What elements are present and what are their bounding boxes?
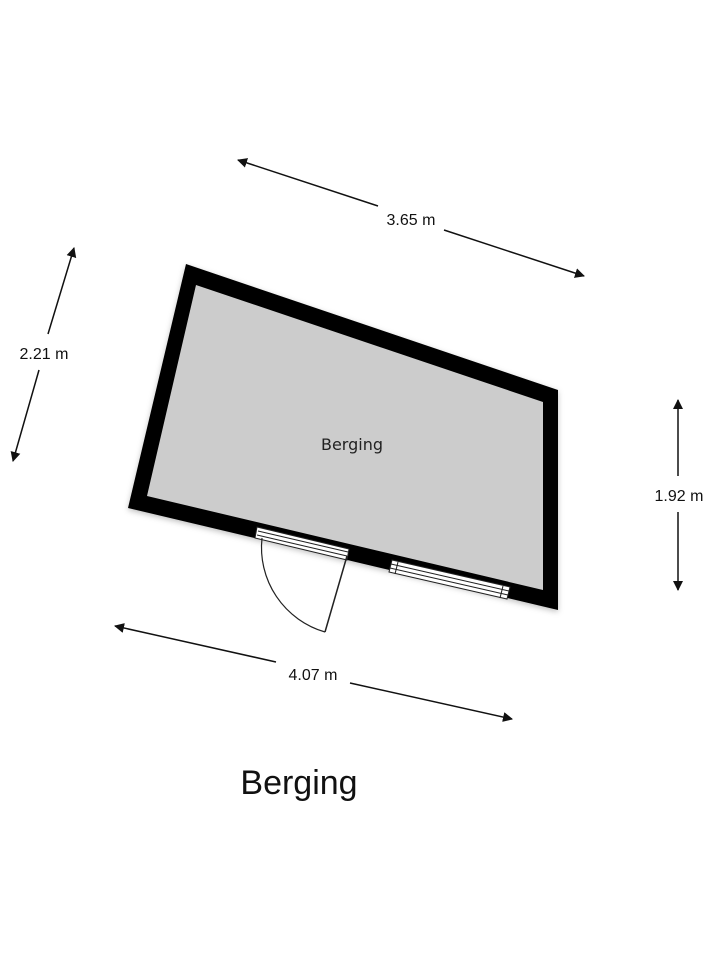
room-label: Berging — [321, 435, 383, 454]
room-floor — [147, 285, 543, 590]
plan-title: Berging — [240, 764, 357, 802]
dimension-left-label: 2.21 m — [20, 346, 69, 363]
dimension-bottom-label: 4.07 m — [289, 667, 338, 684]
window — [388, 559, 511, 600]
dimension-right-label: 1.92 m — [655, 488, 704, 505]
dimension-bottom: 4.07 m — [114, 623, 513, 722]
dimension-top-label: 3.65 m — [387, 212, 436, 229]
dimension-right: 1.92 m — [655, 399, 704, 591]
door — [254, 526, 350, 633]
dimension-left: 2.21 m — [10, 247, 77, 462]
dimension-top: 3.65 m — [237, 158, 585, 278]
